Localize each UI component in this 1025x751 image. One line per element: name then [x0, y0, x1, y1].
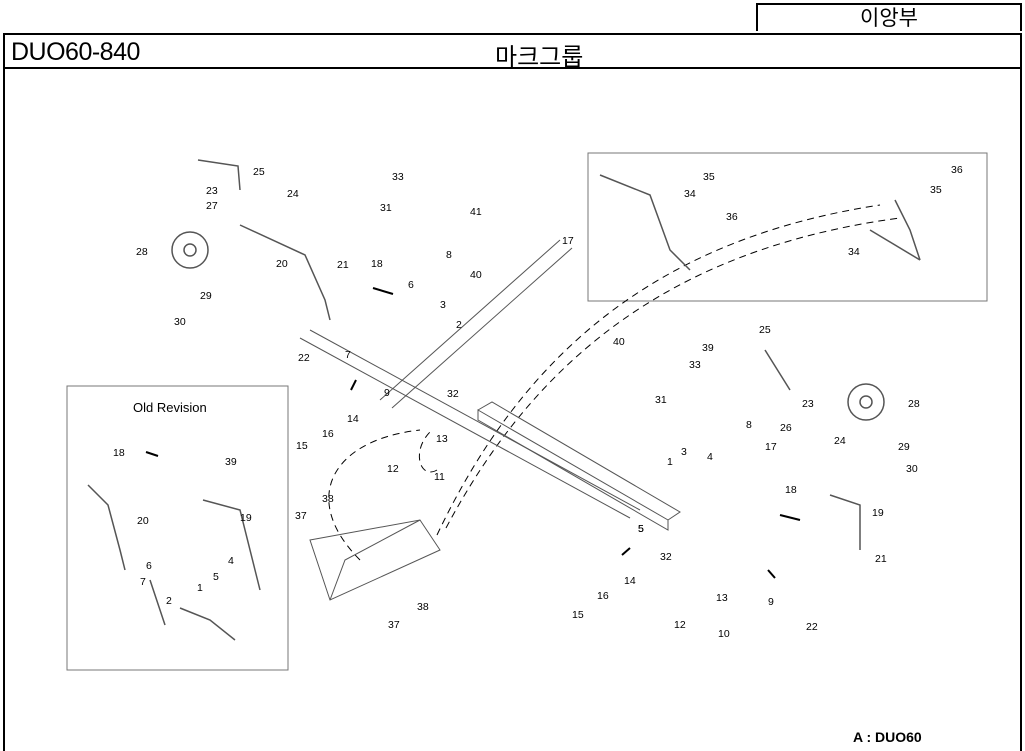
part-callout-main-right: 24 [834, 435, 846, 447]
page-title: 마크그룹 [495, 44, 584, 71]
part-callout-main-left: 41 [470, 206, 482, 218]
part-callout-main-left: 5 [638, 523, 644, 535]
part-callout-main-left: 37 [295, 510, 307, 522]
part-callout-main-left: 2 [456, 319, 462, 331]
part-callout-main-left: 33 [392, 171, 404, 183]
main-frame [299, 239, 681, 601]
marker-cables [328, 204, 901, 561]
part-callout-main-left: 28 [136, 246, 148, 258]
part-callout-inset-old: 18 [113, 447, 125, 459]
old-revision-title: Old Revision [133, 400, 207, 415]
marker-arm-right [764, 349, 885, 550]
part-callout-main-left: 11 [434, 471, 445, 483]
part-callout-main-left: 14 [347, 413, 359, 425]
part-callout-main-right: 3 [681, 446, 687, 458]
part-callout-main-left: 25 [253, 166, 265, 178]
part-callout-main-right: 31 [655, 394, 667, 406]
part-callout-main-right: 37 [388, 619, 400, 631]
part-callout-main-right: 10 [718, 628, 730, 640]
part-callout-main-left: 21 [337, 259, 349, 271]
part-callout-inset-top: 36 [951, 164, 963, 176]
part-callout-main-left: 18 [371, 258, 383, 270]
inset-box-top [587, 152, 988, 302]
part-callout-main-left: 15 [296, 440, 308, 452]
part-callout-main-left: 29 [200, 290, 212, 302]
part-callout-main-right: 14 [624, 575, 636, 587]
title-bar: DUO60-840 마크그룹 [3, 33, 1022, 71]
part-callout-inset-top: 35 [930, 184, 942, 196]
section-label: 이앙부 [756, 3, 1022, 31]
part-callout-main-right: 18 [785, 484, 797, 496]
model-number: DUO60-840 [11, 38, 140, 66]
part-callout-main-right: 8 [746, 419, 752, 431]
part-callout-main-left: 22 [298, 352, 310, 364]
part-callout-main-left: 27 [206, 200, 218, 212]
part-callout-inset-top: 36 [726, 211, 738, 223]
part-callout-main-left: 40 [470, 269, 482, 281]
part-callout-main-right: 38 [417, 601, 429, 613]
part-callout-main-right: 17 [765, 441, 777, 453]
model-legend: A : DUO60 [853, 729, 922, 745]
part-callout-main-left: 24 [287, 188, 299, 200]
part-callout-main-right: 16 [597, 590, 609, 602]
part-callout-main-left: 9 [384, 387, 390, 399]
part-callout-main-right: 26 [780, 422, 792, 434]
part-callout-main-right: 1 [667, 456, 673, 468]
marker-arm-left [171, 159, 331, 321]
part-callout-main-left: 23 [206, 185, 218, 197]
part-callout-main-left: 12 [387, 463, 399, 475]
part-callout-inset-top: 34 [684, 188, 696, 200]
part-callout-inset-old: 5 [213, 571, 219, 583]
part-callout-inset-old: 1 [197, 582, 203, 594]
part-callout-main-right: 5 [638, 523, 644, 535]
part-callout-main-left: 7 [345, 349, 351, 361]
springs [145, 287, 801, 579]
diagram-frame [3, 69, 1022, 751]
part-callout-main-right: 33 [689, 359, 701, 371]
part-callout-main-right: 30 [906, 463, 918, 475]
part-callout-main-right: 40 [613, 336, 625, 348]
part-callout-main-left: 38 [322, 493, 334, 505]
part-callout-main-right: 19 [872, 507, 884, 519]
part-callout-main-right: 28 [908, 398, 920, 410]
part-callout-main-right: 25 [759, 324, 771, 336]
part-callout-main-right: 4 [707, 451, 713, 463]
part-callout-main-left: 17 [562, 235, 574, 247]
part-callout-inset-old: 7 [140, 576, 146, 588]
old-revision-parts [87, 484, 261, 641]
part-callout-main-right: 12 [674, 619, 686, 631]
part-callout-main-right: 13 [716, 592, 728, 604]
part-callout-main-left: 30 [174, 316, 186, 328]
inset-box-old-revision [66, 385, 289, 671]
part-callout-main-left: 6 [408, 279, 414, 291]
part-callout-main-left: 32 [447, 388, 459, 400]
part-callout-inset-old: 19 [240, 512, 252, 524]
part-callout-inset-old: 20 [137, 515, 149, 527]
part-callout-main-right: 9 [768, 596, 774, 608]
part-callout-main-left: 8 [446, 249, 452, 261]
part-callout-inset-top: 35 [703, 171, 715, 183]
inset-top-parts [599, 174, 921, 271]
part-callout-main-right: 21 [875, 553, 887, 565]
part-callout-inset-old: 6 [146, 560, 152, 572]
part-callout-inset-old: 39 [225, 456, 237, 468]
part-callout-main-right: 32 [660, 551, 672, 563]
part-callout-inset-old: 2 [166, 595, 172, 607]
part-callout-inset-top: 34 [848, 246, 860, 258]
part-callout-main-right: 29 [898, 441, 910, 453]
part-callout-inset-old: 4 [228, 555, 234, 567]
part-callout-main-left: 3 [440, 299, 446, 311]
part-callout-main-right: 22 [806, 621, 818, 633]
part-callout-main-right: 23 [802, 398, 814, 410]
part-callout-main-right: 15 [572, 609, 584, 621]
part-callout-main-left: 13 [436, 433, 448, 445]
part-callout-main-left: 16 [322, 428, 334, 440]
part-callout-main-left: 31 [380, 202, 392, 214]
part-callout-main-right: 39 [702, 342, 714, 354]
part-callout-main-left: 20 [276, 258, 288, 270]
